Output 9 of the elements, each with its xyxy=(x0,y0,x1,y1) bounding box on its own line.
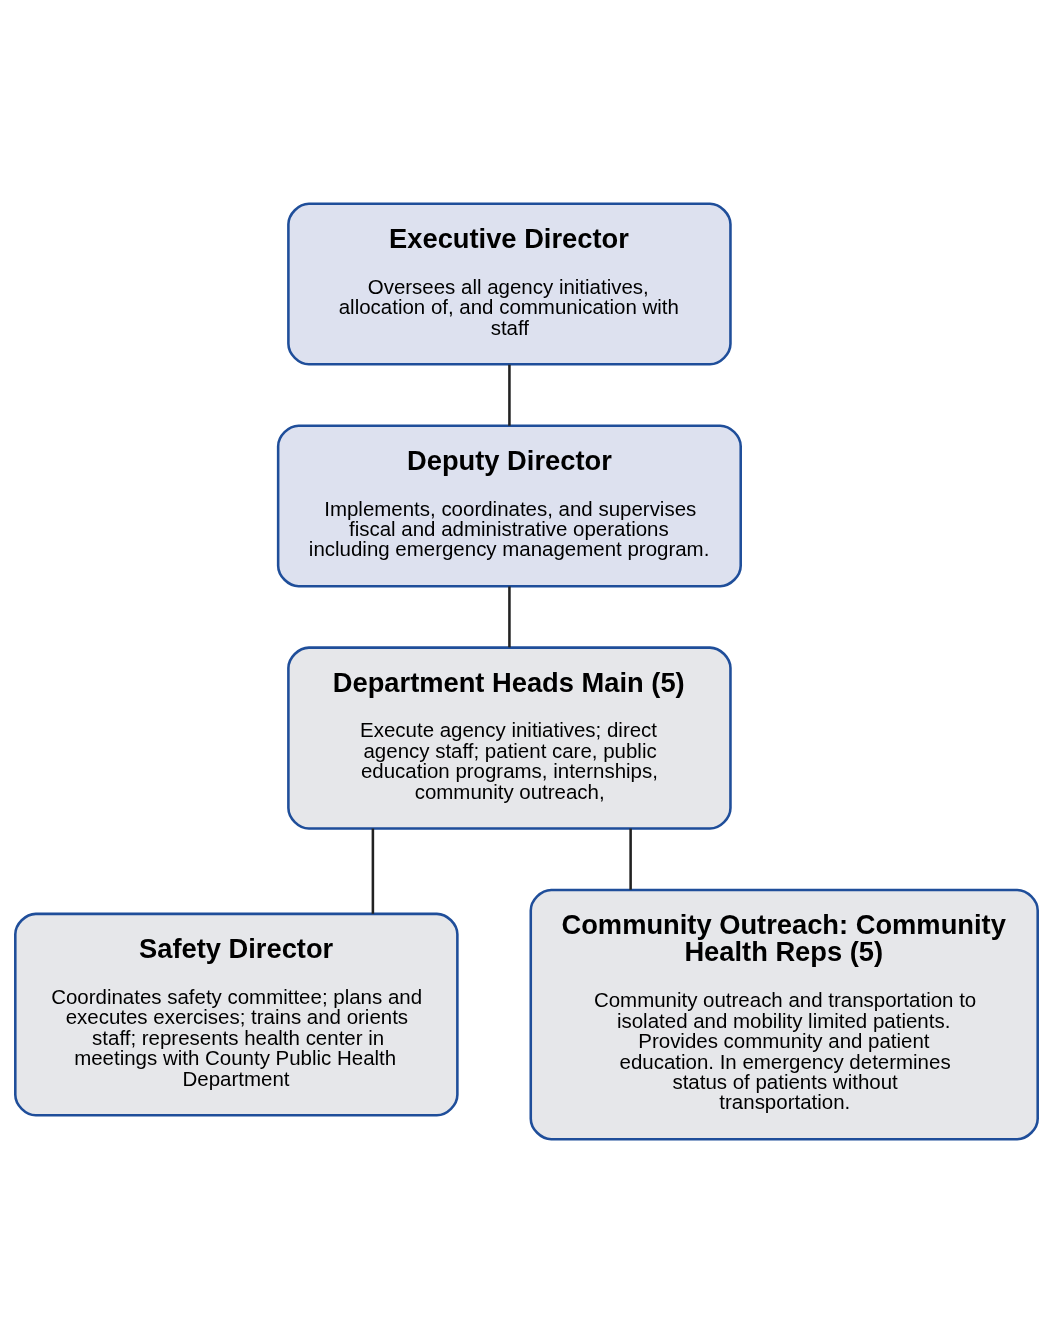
node-box: Safety Director Coordinates safety committee; plans and executes exercises; trains and orients staff; represents health center in meetings with County Public Health Department xyxy=(14,912,459,1117)
connector xyxy=(629,828,632,890)
node-box: Department Heads Main (5) Execute agency initiatives; direct agency staff; patient care, public education programs, internships, community outreach, xyxy=(287,646,732,830)
connector xyxy=(371,828,375,914)
connector xyxy=(508,586,511,648)
node-box: Executive Director Oversees all agency initiatives, allocation of, and communication with staff xyxy=(287,202,732,366)
node-box: Deputy Director Implements, coordinates, and supervises fiscal and administrative operations including emergency management program. xyxy=(276,424,742,588)
connector xyxy=(508,364,511,426)
node-box: Community Outreach: Community Health Reps (5) Community outreach and transportation to isolated and mobility limited patients. Provides community and patient education. In emergency determines status of patients without transportation. xyxy=(529,888,1039,1141)
